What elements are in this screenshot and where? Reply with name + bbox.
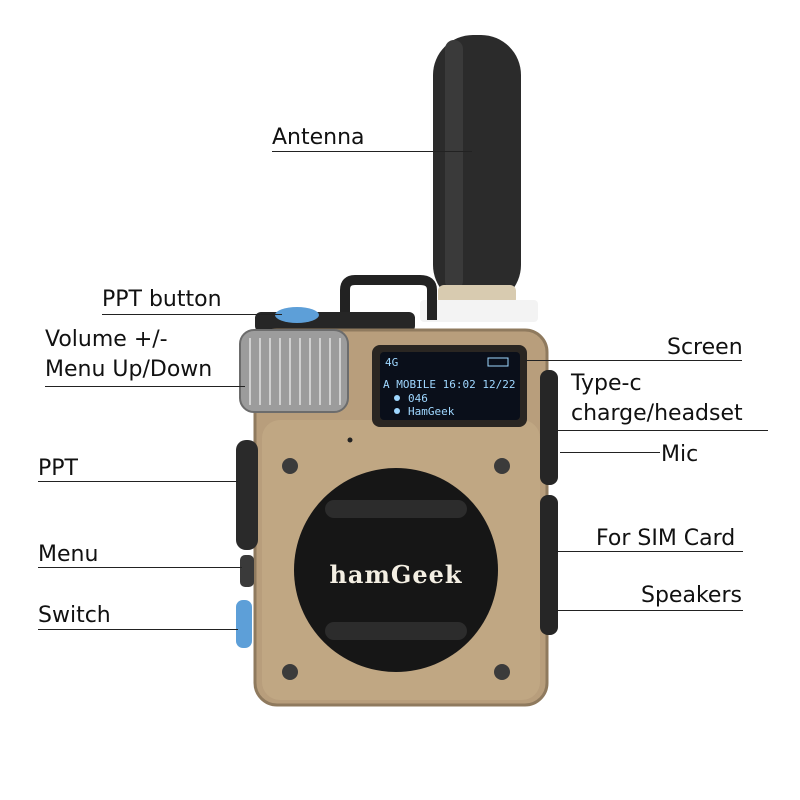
label-menu: Menu [38,542,99,567]
label-typec-line1: Type-c [571,371,642,396]
leader-menu [38,567,242,568]
display-screen: 4G A MOBILE 16:02 12/22 046 HamGeek [372,345,527,427]
leader-typec [558,430,768,431]
label-ppt: PPT [38,456,78,481]
screws [282,458,510,680]
label-mic: Mic [661,442,699,467]
group-icon [394,408,400,414]
leader-sim [556,551,743,552]
label-sim: For SIM Card [596,526,736,551]
label-screen: Screen [667,335,743,360]
ppt-top-button[interactable] [275,307,319,323]
leader-ppt [38,481,238,482]
label-antenna: Antenna [272,125,365,150]
screen-status: 4G [385,356,398,369]
label-volume-line1: Volume +/- [45,327,168,352]
screen-line-3: HamGeek [408,405,455,418]
screen-line-2: 046 [408,392,428,405]
volume-knob[interactable] [239,329,349,413]
battery-icon [487,357,509,367]
label-volume-line2: Menu Up/Down [45,357,213,382]
brand-logo: hamGeek [329,560,462,589]
label-typec-line2: charge/headset [571,401,743,426]
user-icon [394,395,400,401]
antenna [420,35,538,322]
leader-mic [560,452,660,453]
leader-volume [45,386,245,387]
mic-hole [347,437,353,443]
label-ppt-button: PPT button [102,287,222,312]
leader-speakers [556,610,743,611]
label-switch: Switch [38,603,111,628]
screen-line-1: A MOBILE 16:02 12/22 [383,378,515,391]
leader-screen [525,360,742,361]
lanyard-loop [340,275,437,320]
leader-ppt-button [102,314,282,315]
label-speakers: Speakers [641,583,742,608]
speaker-grille: hamGeek [294,468,498,672]
leader-switch [38,629,238,630]
leader-antenna [272,151,472,152]
